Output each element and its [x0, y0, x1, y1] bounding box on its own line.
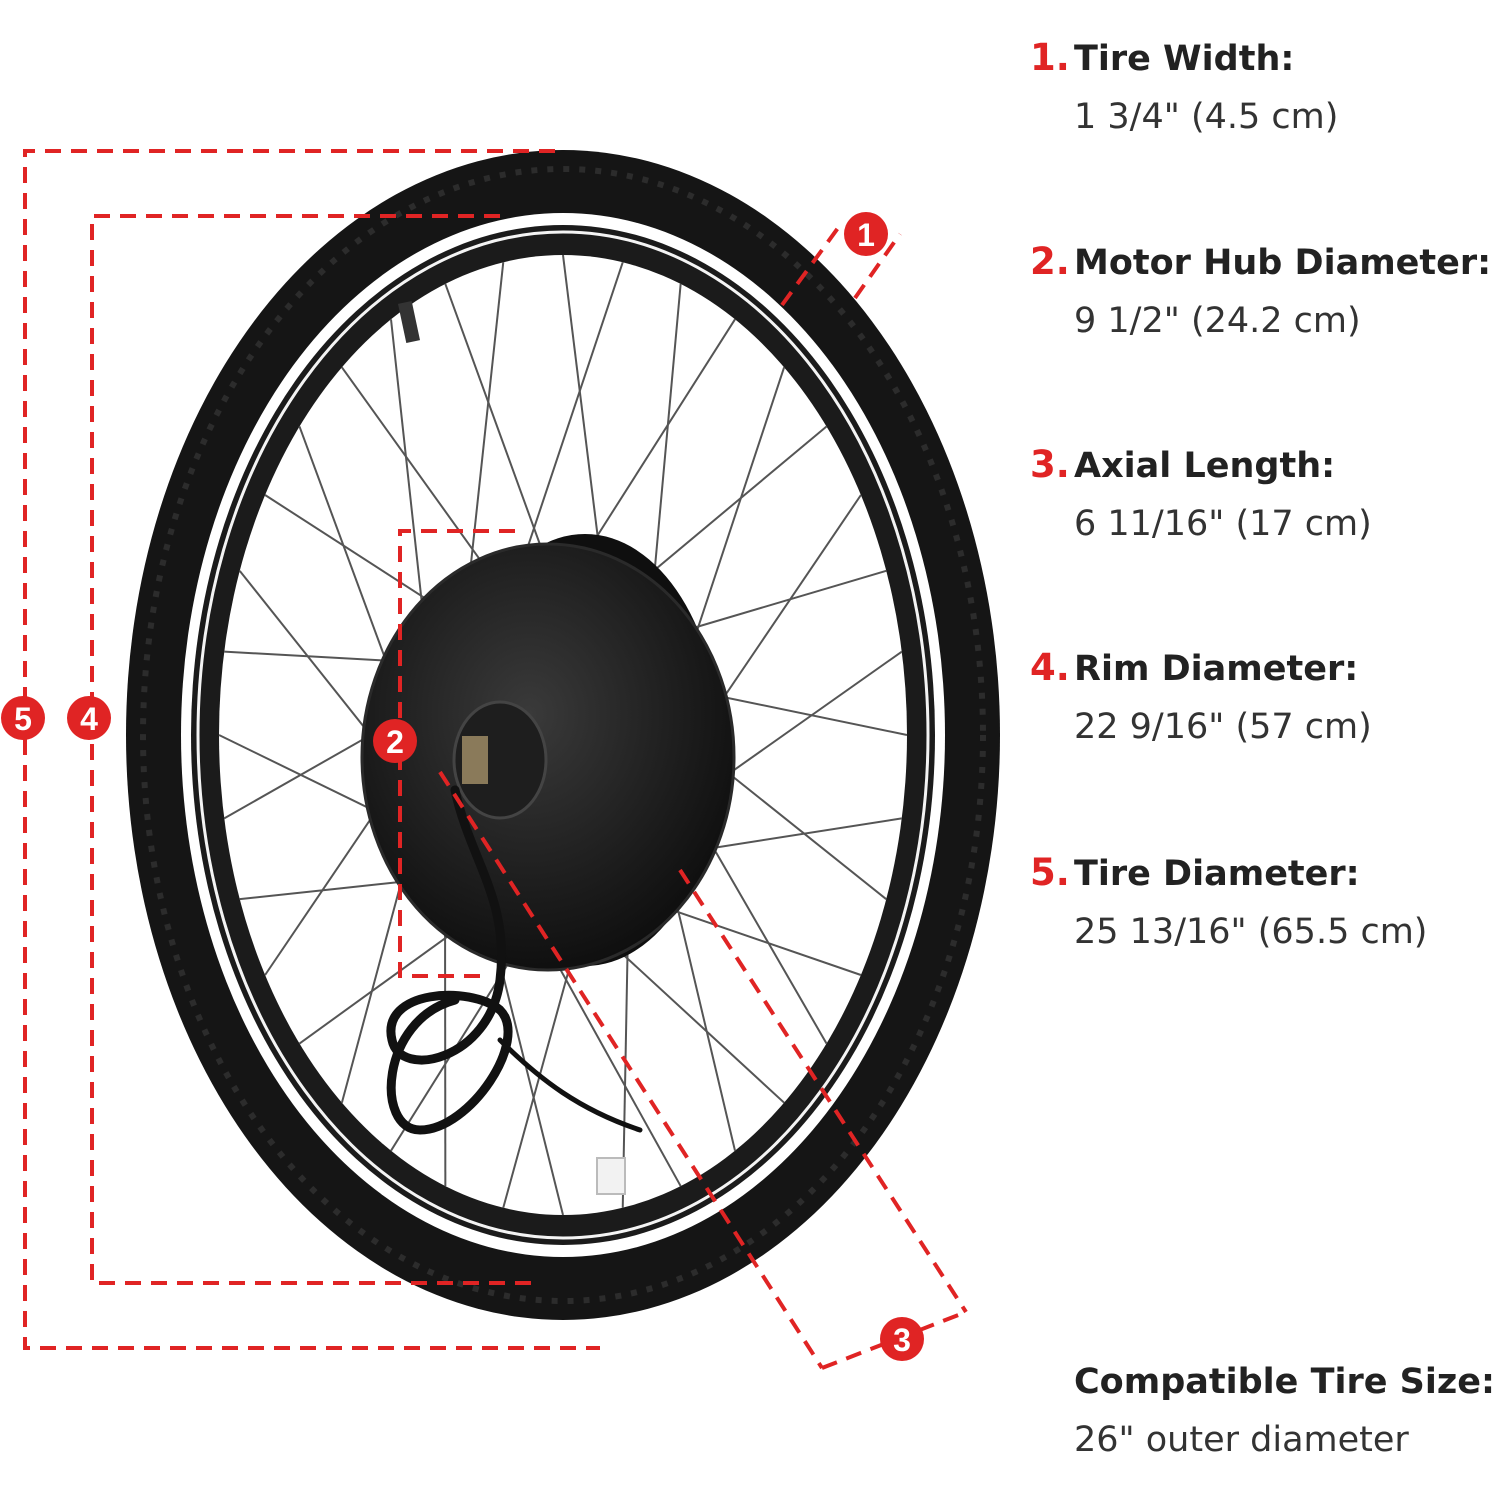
spec-value: 9 1/2" (24.2 cm)	[1074, 301, 1361, 341]
spec-rim-diameter: 4. Rim Diameter: 22 9/16" (57 cm)	[1030, 646, 1490, 747]
marker-5: 5	[1, 696, 45, 740]
marker-3: 3	[880, 1317, 924, 1361]
spoke	[341, 366, 495, 579]
spec-number: 5.	[1030, 851, 1070, 894]
spec-tire-diameter: 5. Tire Diameter: 25 13/16" (65.5 cm)	[1030, 851, 1490, 952]
spoke	[444, 283, 550, 568]
svg-text:4: 4	[80, 701, 98, 737]
spec-value: 25 13/16" (65.5 cm)	[1074, 912, 1428, 952]
tire-width-line	[780, 226, 902, 307]
marker-4: 4	[67, 696, 111, 740]
compatible-value: 26" outer diameter	[1074, 1420, 1409, 1460]
spoke	[697, 821, 828, 1045]
spec-label: Rim Diameter:	[1074, 649, 1359, 689]
rim-diameter-line	[90, 214, 535, 1285]
svg-text:1: 1	[857, 217, 875, 253]
tire-diameter-line	[23, 149, 600, 1350]
spoke	[698, 690, 908, 736]
spoke	[298, 920, 469, 1045]
valve-stem	[397, 300, 421, 344]
spoke	[224, 650, 410, 663]
marker-1: 1	[844, 212, 888, 256]
spec-value: 22 9/16" (57 cm)	[1074, 707, 1372, 747]
spoke	[704, 650, 903, 791]
svg-text:2: 2	[386, 724, 404, 760]
motor-cable	[386, 785, 643, 1135]
spec-label: Tire Width:	[1074, 39, 1295, 79]
spec-axial-length: 3. Axial Length: 6 11/16" (17 cm)	[1030, 443, 1490, 544]
spoke	[574, 318, 736, 571]
spoke	[562, 254, 604, 579]
spoke	[704, 494, 862, 725]
spec-number: 3.	[1030, 443, 1070, 486]
svg-text:3: 3	[893, 1322, 911, 1358]
spoke	[685, 366, 786, 663]
svg-text:5: 5	[14, 701, 32, 737]
spec-label: Axial Length:	[1074, 446, 1336, 486]
spec-label: Tire Diameter:	[1074, 854, 1360, 894]
spec-number: 2.	[1030, 240, 1070, 283]
spec-number: 1.	[1030, 36, 1070, 79]
spoke	[670, 569, 887, 636]
spoke	[239, 878, 426, 901]
spoke	[601, 934, 785, 1104]
spoke	[466, 262, 505, 593]
dimension-lines	[23, 149, 968, 1370]
spoke	[649, 283, 682, 612]
axial-length-line	[438, 770, 968, 1370]
spoke	[390, 319, 427, 636]
spoke	[650, 901, 862, 976]
spoke	[707, 756, 887, 900]
connector-plug	[596, 1157, 626, 1195]
spec-motor-hub-diameter: 2. Motor Hub Diameter: 9 1/2" (24.2 cm)	[1030, 240, 1492, 341]
spoke	[298, 426, 399, 693]
spoke	[627, 425, 828, 594]
compatible-label: Compatible Tire Size:	[1074, 1362, 1495, 1402]
spoke	[264, 494, 446, 613]
compatible-tire-size: Compatible Tire Size: 26" outer diameter	[1074, 1362, 1495, 1460]
spec-tire-width: 1. Tire Width: 1 3/4" (4.5 cm)	[1030, 36, 1490, 137]
spoke	[686, 817, 902, 854]
spoke	[669, 878, 736, 1151]
motor-hub	[360, 534, 736, 972]
hub-diameter-line	[398, 529, 515, 978]
spoke	[519, 261, 624, 571]
spoke	[492, 935, 564, 1216]
spec-value: 1 3/4" (4.5 cm)	[1074, 97, 1339, 137]
marker-2: 2	[373, 719, 417, 763]
spec-label: Motor Hub Diameter:	[1074, 243, 1492, 283]
spoke	[546, 946, 682, 1187]
spec-value: 6 11/16" (17 cm)	[1074, 504, 1372, 544]
spec-number: 4.	[1030, 646, 1070, 689]
